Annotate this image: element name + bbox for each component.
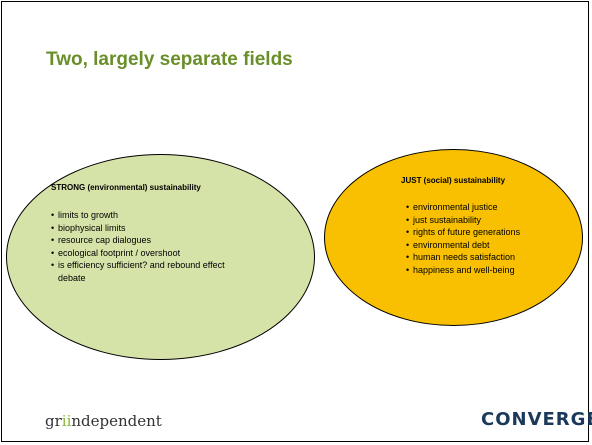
list-item: rights of future generations [406, 226, 520, 239]
list-item: resource cap dialogues [51, 234, 228, 247]
strong-heading: STRONG (environmental) sustainability [51, 183, 201, 192]
list-item: happiness and well-being [406, 264, 520, 277]
greendependent-logo: griindependent [45, 412, 162, 430]
list-item: biophysical limits [51, 222, 228, 235]
slide-title: Two, largely separate fields [46, 49, 293, 70]
list-item: ecological footprint / overshoot [51, 247, 228, 260]
list-item: environmental debt [406, 239, 520, 252]
list-item: is efficiency sufficient? and rebound ef… [51, 259, 228, 284]
converge-logo: CONVERGE [481, 409, 592, 430]
logo-text-prefix: gr [45, 412, 62, 430]
logo-text-accent: ii [61, 412, 72, 430]
logo-text-suffix: ndependent [71, 412, 162, 430]
just-list: environmental justice just sustainabilit… [406, 201, 520, 276]
list-item: environmental justice [406, 201, 520, 214]
list-item: just sustainability [406, 214, 520, 227]
list-item: human needs satisfaction [406, 251, 520, 264]
list-item: limits to growth [51, 209, 228, 222]
strong-list: limits to growth biophysical limits reso… [51, 209, 228, 284]
just-heading: JUST (social) sustainability [401, 176, 506, 185]
